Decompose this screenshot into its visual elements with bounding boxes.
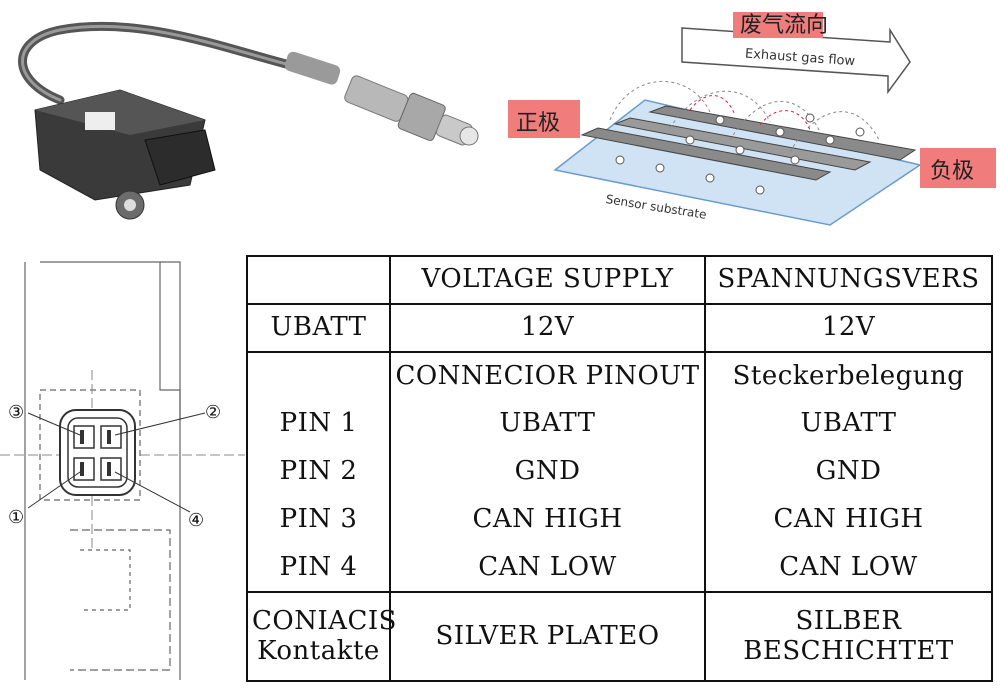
sensor-photo — [0, 0, 500, 240]
positive-label: 正极 — [516, 111, 560, 136]
header-spannungsvers: SPANNUNGSVERS — [704, 255, 993, 305]
pin-1-label: PIN 1 — [246, 400, 391, 448]
pin-leader-lines — [27, 412, 206, 513]
table-row: PIN 2 GND GND — [246, 448, 993, 496]
housing-outline — [24, 261, 181, 680]
sensor-probe — [344, 75, 479, 146]
pin-marker-3: ③ — [8, 402, 24, 423]
pin-4-de: CAN LOW — [704, 544, 993, 593]
flow-label-cn: 废气流向 — [740, 13, 828, 38]
connector-face — [59, 409, 136, 496]
pin-1-de: UBATT — [704, 400, 993, 448]
table-row: PIN 4 CAN LOW CAN LOW — [246, 544, 993, 593]
pin-2-label: PIN 2 — [246, 448, 391, 496]
pin-4-en: CAN LOW — [389, 544, 706, 593]
contacts-label: CONIACIS Kontakte — [246, 591, 397, 682]
connector-drawing-svg: ③ ② ① ④ — [0, 261, 245, 680]
table-header-row: VOLTAGE SUPPLY SPANNUNGSVERS — [246, 255, 993, 305]
pinout-header-en: CONNECIOR PINOUT — [389, 351, 706, 400]
pinout-header-empty — [246, 351, 391, 400]
electrode-positive-2 — [613, 117, 872, 171]
cable-sleeve — [284, 51, 341, 85]
pin-3-de: CAN HIGH — [704, 496, 993, 544]
contacts-value-en: SILVER PLATEO — [389, 591, 706, 682]
exhaust-flow-diagram: Exhaust gas flow 废气流向 正极 负极 — [500, 0, 1000, 240]
pin-marker-4: ④ — [188, 510, 204, 531]
pinout-table-grid: VOLTAGE SUPPLY SPANNUNGSVERS UBATT 12V 1… — [246, 255, 993, 682]
electrode-positive-1 — [580, 127, 832, 181]
pin-4-label: PIN 4 — [246, 544, 391, 593]
pinout-header-de: Steckerbelegung — [704, 351, 993, 400]
ubatt-value-de: 12V — [704, 303, 993, 353]
pin-marker-2: ② — [205, 402, 221, 423]
contacts-label-line1: CONIACIS — [252, 605, 397, 636]
negative-label: 负极 — [930, 159, 974, 184]
flow-diagram-svg: Exhaust gas flow 废气流向 正极 负极 — [508, 12, 996, 226]
header-voltage-supply: VOLTAGE SUPPLY — [389, 255, 706, 305]
contacts-row: CONIACIS Kontakte SILVER PLATEO SILBER B… — [246, 591, 993, 682]
positive-label-box — [508, 100, 580, 138]
header-cell-empty — [246, 255, 391, 305]
exhaust-flow-arrow — [681, 27, 911, 95]
molecule-dots — [615, 113, 865, 195]
pin-marker-1: ① — [8, 507, 24, 528]
pin-2-de: GND — [704, 448, 993, 496]
flow-label-cn-box — [733, 12, 823, 38]
contacts-label-line2: Kontakte — [257, 635, 380, 666]
pin-3-en: CAN HIGH — [389, 496, 706, 544]
pinout-header-row: CONNECIOR PINOUT Steckerbelegung — [246, 351, 993, 400]
ubatt-label: UBATT — [246, 303, 391, 353]
contacts-value-de: SILBER BESCHICHTET — [704, 591, 993, 682]
table-row: PIN 1 UBATT UBATT — [246, 400, 993, 448]
contacts-value-de-line2: BESCHICHTET — [743, 635, 954, 666]
ubatt-value-en: 12V — [389, 303, 706, 353]
pin-3-label: PIN 3 — [246, 496, 391, 544]
pin-sockets — [73, 425, 122, 481]
ubatt-row: UBATT 12V 12V — [246, 303, 993, 353]
pin-2-en: GND — [389, 448, 706, 496]
pinout-table: VOLTAGE SUPPLY SPANNUNGSVERS UBATT 12V 1… — [246, 255, 993, 682]
connector-housing — [144, 129, 216, 186]
connector-drawing: ③ ② ① ④ — [0, 250, 245, 688]
pin-1-en: UBATT — [389, 400, 706, 448]
sensor-control-unit — [34, 89, 216, 220]
nox-sensor-illustration — [18, 21, 479, 220]
sensor-cable — [18, 21, 295, 105]
negative-label-box — [920, 148, 996, 188]
contacts-value-de-line1: SILBER — [795, 605, 902, 636]
table-row: PIN 3 CAN HIGH CAN HIGH — [246, 496, 993, 544]
